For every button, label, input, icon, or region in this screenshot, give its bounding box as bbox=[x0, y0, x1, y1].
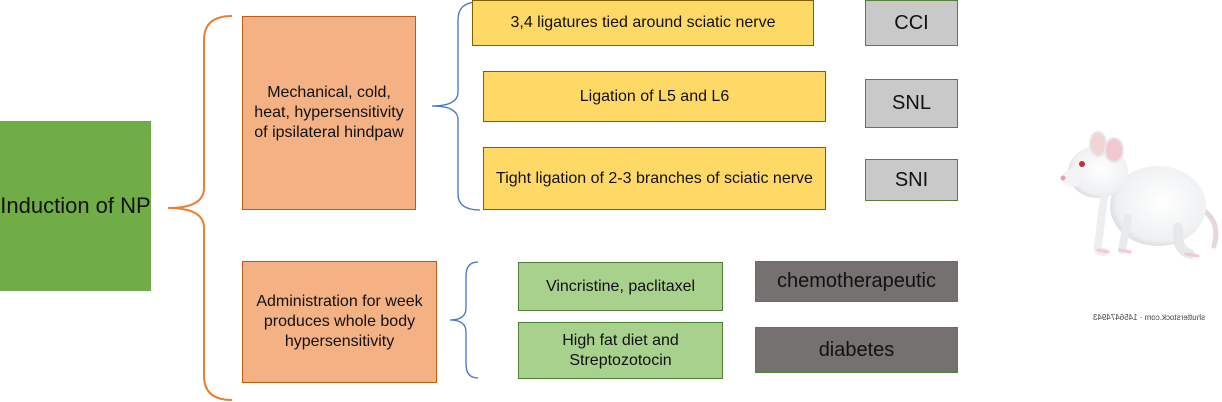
method-sni: Tight ligation of 2-3 branches of sciati… bbox=[483, 147, 826, 210]
stock-watermark: shutterstock.com · 1456474943 bbox=[1093, 313, 1206, 322]
method-snl: Ligation of L5 and L6 bbox=[483, 71, 826, 122]
upper-brace bbox=[431, 1, 481, 211]
lower-brace bbox=[449, 261, 479, 379]
white-rat-image bbox=[1060, 131, 1219, 259]
root-node: Induction of NP bbox=[0, 121, 151, 291]
branch-mechanical: Mechanical, cold, heat, hypersensitivity… bbox=[242, 16, 416, 210]
model-sni: SNI bbox=[865, 159, 958, 201]
branch-chemical: Administration for week produces whole b… bbox=[242, 261, 437, 383]
model-diabetes: diabetes bbox=[755, 327, 958, 373]
method-cci: 3,4 ligatures tied around sciatic nerve bbox=[472, 0, 814, 46]
method-streptozotocin: High fat diet and Streptozotocin bbox=[518, 322, 723, 379]
method-vincristine: Vincristine, paclitaxel bbox=[518, 262, 723, 311]
model-cci: CCI bbox=[865, 0, 958, 46]
model-chemotherapeutic: chemotherapeutic bbox=[755, 261, 958, 302]
model-snl: SNL bbox=[865, 79, 958, 128]
root-brace bbox=[167, 15, 233, 401]
